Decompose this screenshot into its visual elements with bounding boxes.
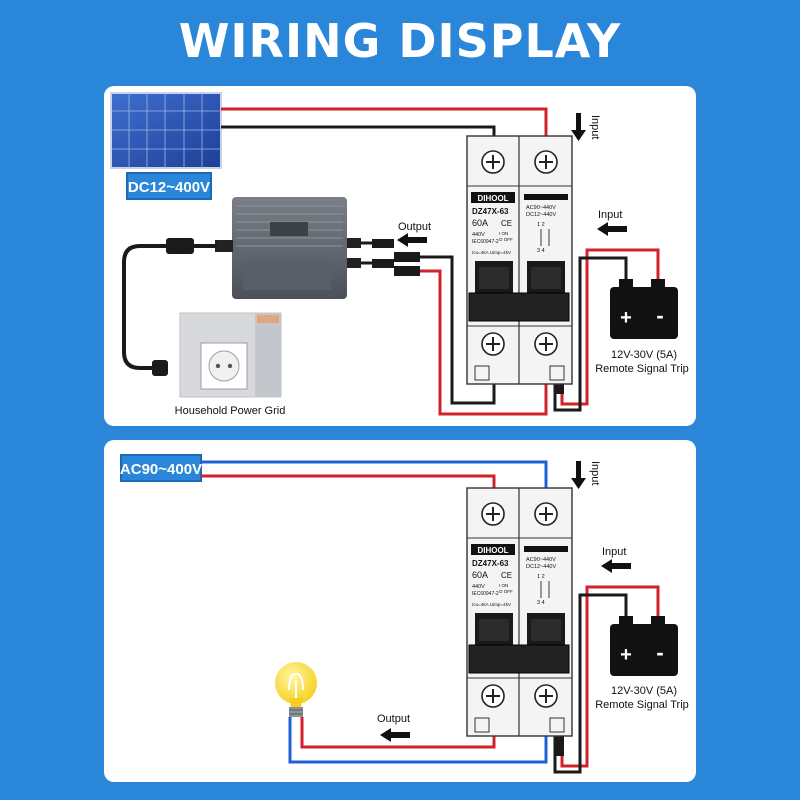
ac-diagram: AC90~400V Input Output: [120, 454, 689, 774]
breaker-current: 60A: [472, 570, 488, 580]
input-arrow-bottom: [571, 461, 586, 489]
breaker-brand: DIHOOL: [477, 546, 508, 555]
breaker-off-label: O OFF: [499, 237, 513, 242]
battery-voltage-top: 12V-30V (5A): [611, 349, 677, 361]
output-label-top: Output: [398, 221, 431, 233]
ac-grid-cable: [122, 244, 166, 370]
breaker-on-label: I ON: [499, 583, 508, 588]
aux-terminals-top: 1 2: [537, 574, 545, 580]
household-grid-label: Household Power Grid: [175, 405, 286, 417]
input-label-bottom: Input: [589, 461, 601, 485]
ac-live-wire: [201, 474, 496, 490]
ac-output-neutral-wire: [288, 717, 548, 764]
battery-minus-bottom: -: [656, 640, 663, 665]
aux-dc-rating: DC12~440V: [526, 564, 556, 570]
aux-dc-rating: DC12~440V: [526, 212, 556, 218]
output-arrow-top: [397, 233, 427, 247]
breaker-model: DZ47X-63: [472, 207, 509, 216]
wall-socket-icon: [179, 312, 282, 398]
battery-icon-bottom: [610, 616, 678, 676]
breaker-standard: IEC60947-2: [472, 239, 499, 245]
breaker-on-label: I ON: [499, 231, 508, 236]
input-arrow-top: [571, 113, 586, 141]
input-label-side-bottom: Input: [602, 546, 626, 558]
plug-icon: [152, 360, 168, 376]
aux-ac-rating: AC90~440V: [526, 205, 556, 211]
output-label-bottom: Output: [377, 713, 410, 725]
ac-voltage-badge-box: [120, 454, 202, 482]
aux-terminals-bottom: 3 4: [537, 600, 545, 606]
breaker-off-label: O OFF: [499, 589, 513, 594]
dc-output-negative-wire: [420, 255, 496, 405]
dc-voltage-badge-box: [126, 172, 212, 200]
input-arrow-side-top: [597, 222, 627, 236]
micro-inverter-icon: [215, 197, 361, 299]
ac-neutral-wire: [201, 460, 548, 490]
aux-terminals-bottom: 3 4: [537, 248, 545, 254]
breaker-brand: DIHOOL: [477, 194, 508, 203]
breaker-model: DZ47X-63: [472, 559, 509, 568]
remote-signal-trip-bottom: Remote Signal Trip: [595, 699, 689, 711]
breaker-spec: Icu=4kA Uimp=4kV: [472, 250, 512, 255]
battery-voltage-bottom: 12V-30V (5A): [611, 685, 677, 697]
breaker-current: 60A: [472, 218, 488, 228]
dc-voltage-badge: DC12~400V: [128, 179, 210, 196]
input-label-top: Input: [589, 115, 601, 139]
aux-terminals-top: 1 2: [537, 222, 545, 228]
breaker-standard: IEC60947-2: [472, 591, 499, 597]
dc-output-positive-wire: [420, 269, 548, 416]
output-arrow-bottom: [380, 728, 410, 742]
battery-icon-top: [610, 279, 678, 339]
breaker-voltage: 440V: [472, 232, 485, 238]
ac-voltage-badge: AC90~400V: [120, 461, 202, 478]
page-title: WIRING DISPLAY: [178, 14, 622, 68]
breaker-voltage: 440V: [472, 584, 485, 590]
breaker-ce-mark: CE: [501, 219, 512, 228]
dc-negative-wire: [221, 125, 496, 137]
ac-output-live-wire: [300, 717, 496, 749]
toggle-handle-bar: [468, 292, 570, 322]
solar-panel-icon: [110, 92, 222, 169]
circuit-breaker-top: DIHOOL DZ47X-63 60A CE 440V I ONO OFFIEC60947…: [466, 135, 573, 385]
remote-signal-trip-top: Remote Signal Trip: [595, 363, 689, 375]
input-label-side-top: Input: [598, 209, 622, 221]
breaker-ce-mark: CE: [501, 571, 512, 580]
circuit-breaker-bottom: DIHOOL DZ47X-63 60A CE 440V I ONO OFFIEC60947…: [466, 487, 573, 737]
battery-plus-bottom: +: [620, 644, 632, 666]
ac-wiring-panel: [104, 440, 696, 782]
input-arrow-side-bottom: [601, 559, 631, 573]
light-bulb-icon: [275, 662, 317, 717]
dc-positive-wire: [221, 107, 548, 137]
toggle-handle-bar: [468, 644, 570, 674]
dc-diagram: DC12~400V Input: [110, 92, 689, 417]
battery-minus-top: -: [656, 303, 663, 328]
aux-ac-rating: AC90~440V: [526, 557, 556, 563]
breaker-spec: Icu=4kA Uimp=4kV: [472, 602, 512, 607]
battery-plus-top: +: [620, 307, 632, 329]
